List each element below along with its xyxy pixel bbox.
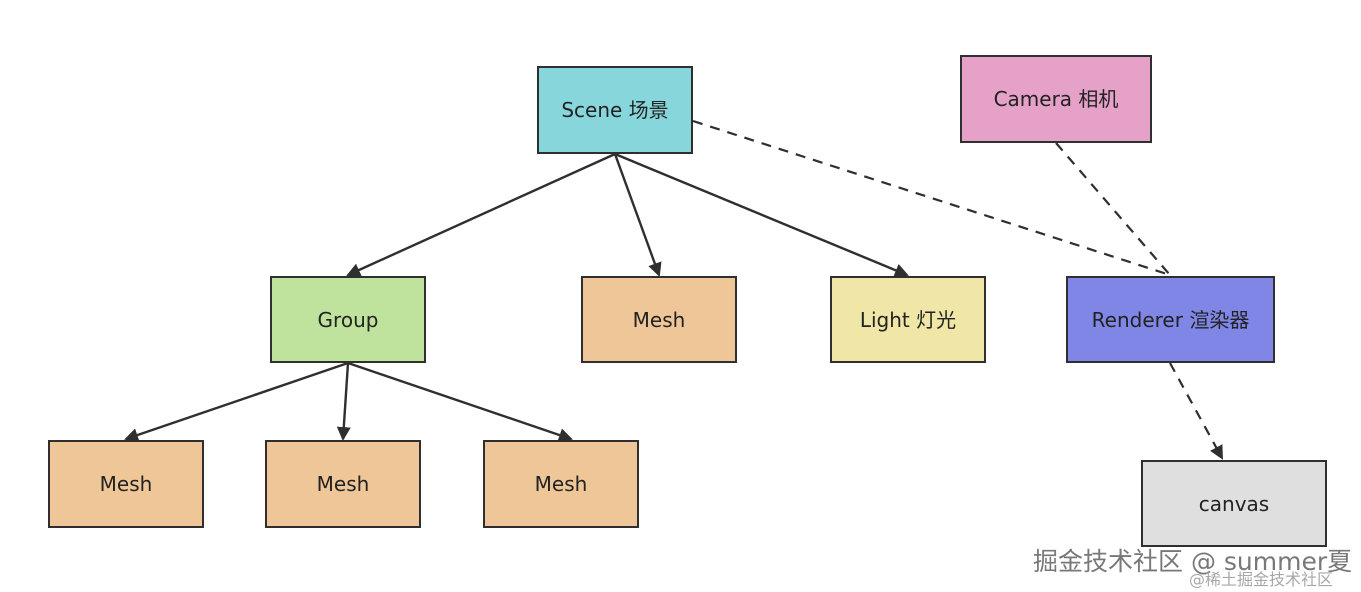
- edge-group-mesh-2: [336, 362, 351, 441]
- camera-node-label: Camera 相机: [993, 87, 1119, 111]
- camera-node: Camera 相机: [960, 55, 1152, 143]
- renderer-node: Renderer 渲染器: [1066, 276, 1275, 363]
- mesh-node-2-label: Mesh: [316, 472, 370, 496]
- edge-camera-renderer: [1055, 142, 1171, 276]
- edge-group-mesh-3: [347, 361, 573, 442]
- watermark-sub: @稀土掘金技术社区: [1189, 570, 1334, 589]
- edge-renderer-canvas: [1169, 362, 1223, 460]
- edge-group-mesh-1: [124, 361, 349, 442]
- scene-node-label: Scene 场景: [561, 98, 669, 122]
- scene-node: Scene 场景: [537, 66, 693, 154]
- mesh-node-top: Mesh: [581, 276, 737, 363]
- edge-scene-mesh-top: [613, 153, 662, 277]
- group-node-label: Group: [317, 307, 379, 332]
- mesh-node-1-label: Mesh: [99, 472, 153, 496]
- edge-scene-light: [614, 152, 909, 277]
- light-node-label: Light 灯光: [859, 307, 957, 332]
- mesh-node-3: Mesh: [483, 440, 639, 528]
- watermark-main: 掘金技术社区 @ summer夏: [1033, 547, 1353, 576]
- light-node: Light 灯光: [830, 276, 986, 363]
- canvas-node: canvas: [1141, 460, 1327, 547]
- edge-scene-renderer: [692, 119, 1171, 277]
- edge-scene-group: [346, 152, 616, 277]
- mesh-node-1: Mesh: [48, 440, 204, 528]
- renderer-node-label: Renderer 渲染器: [1091, 307, 1250, 332]
- mesh-node-3-label: Mesh: [534, 472, 588, 496]
- canvas-node-label: canvas: [1198, 491, 1270, 516]
- mesh-node-2: Mesh: [265, 440, 421, 528]
- group-node: Group: [270, 276, 426, 363]
- mesh-node-top-label: Mesh: [632, 307, 686, 332]
